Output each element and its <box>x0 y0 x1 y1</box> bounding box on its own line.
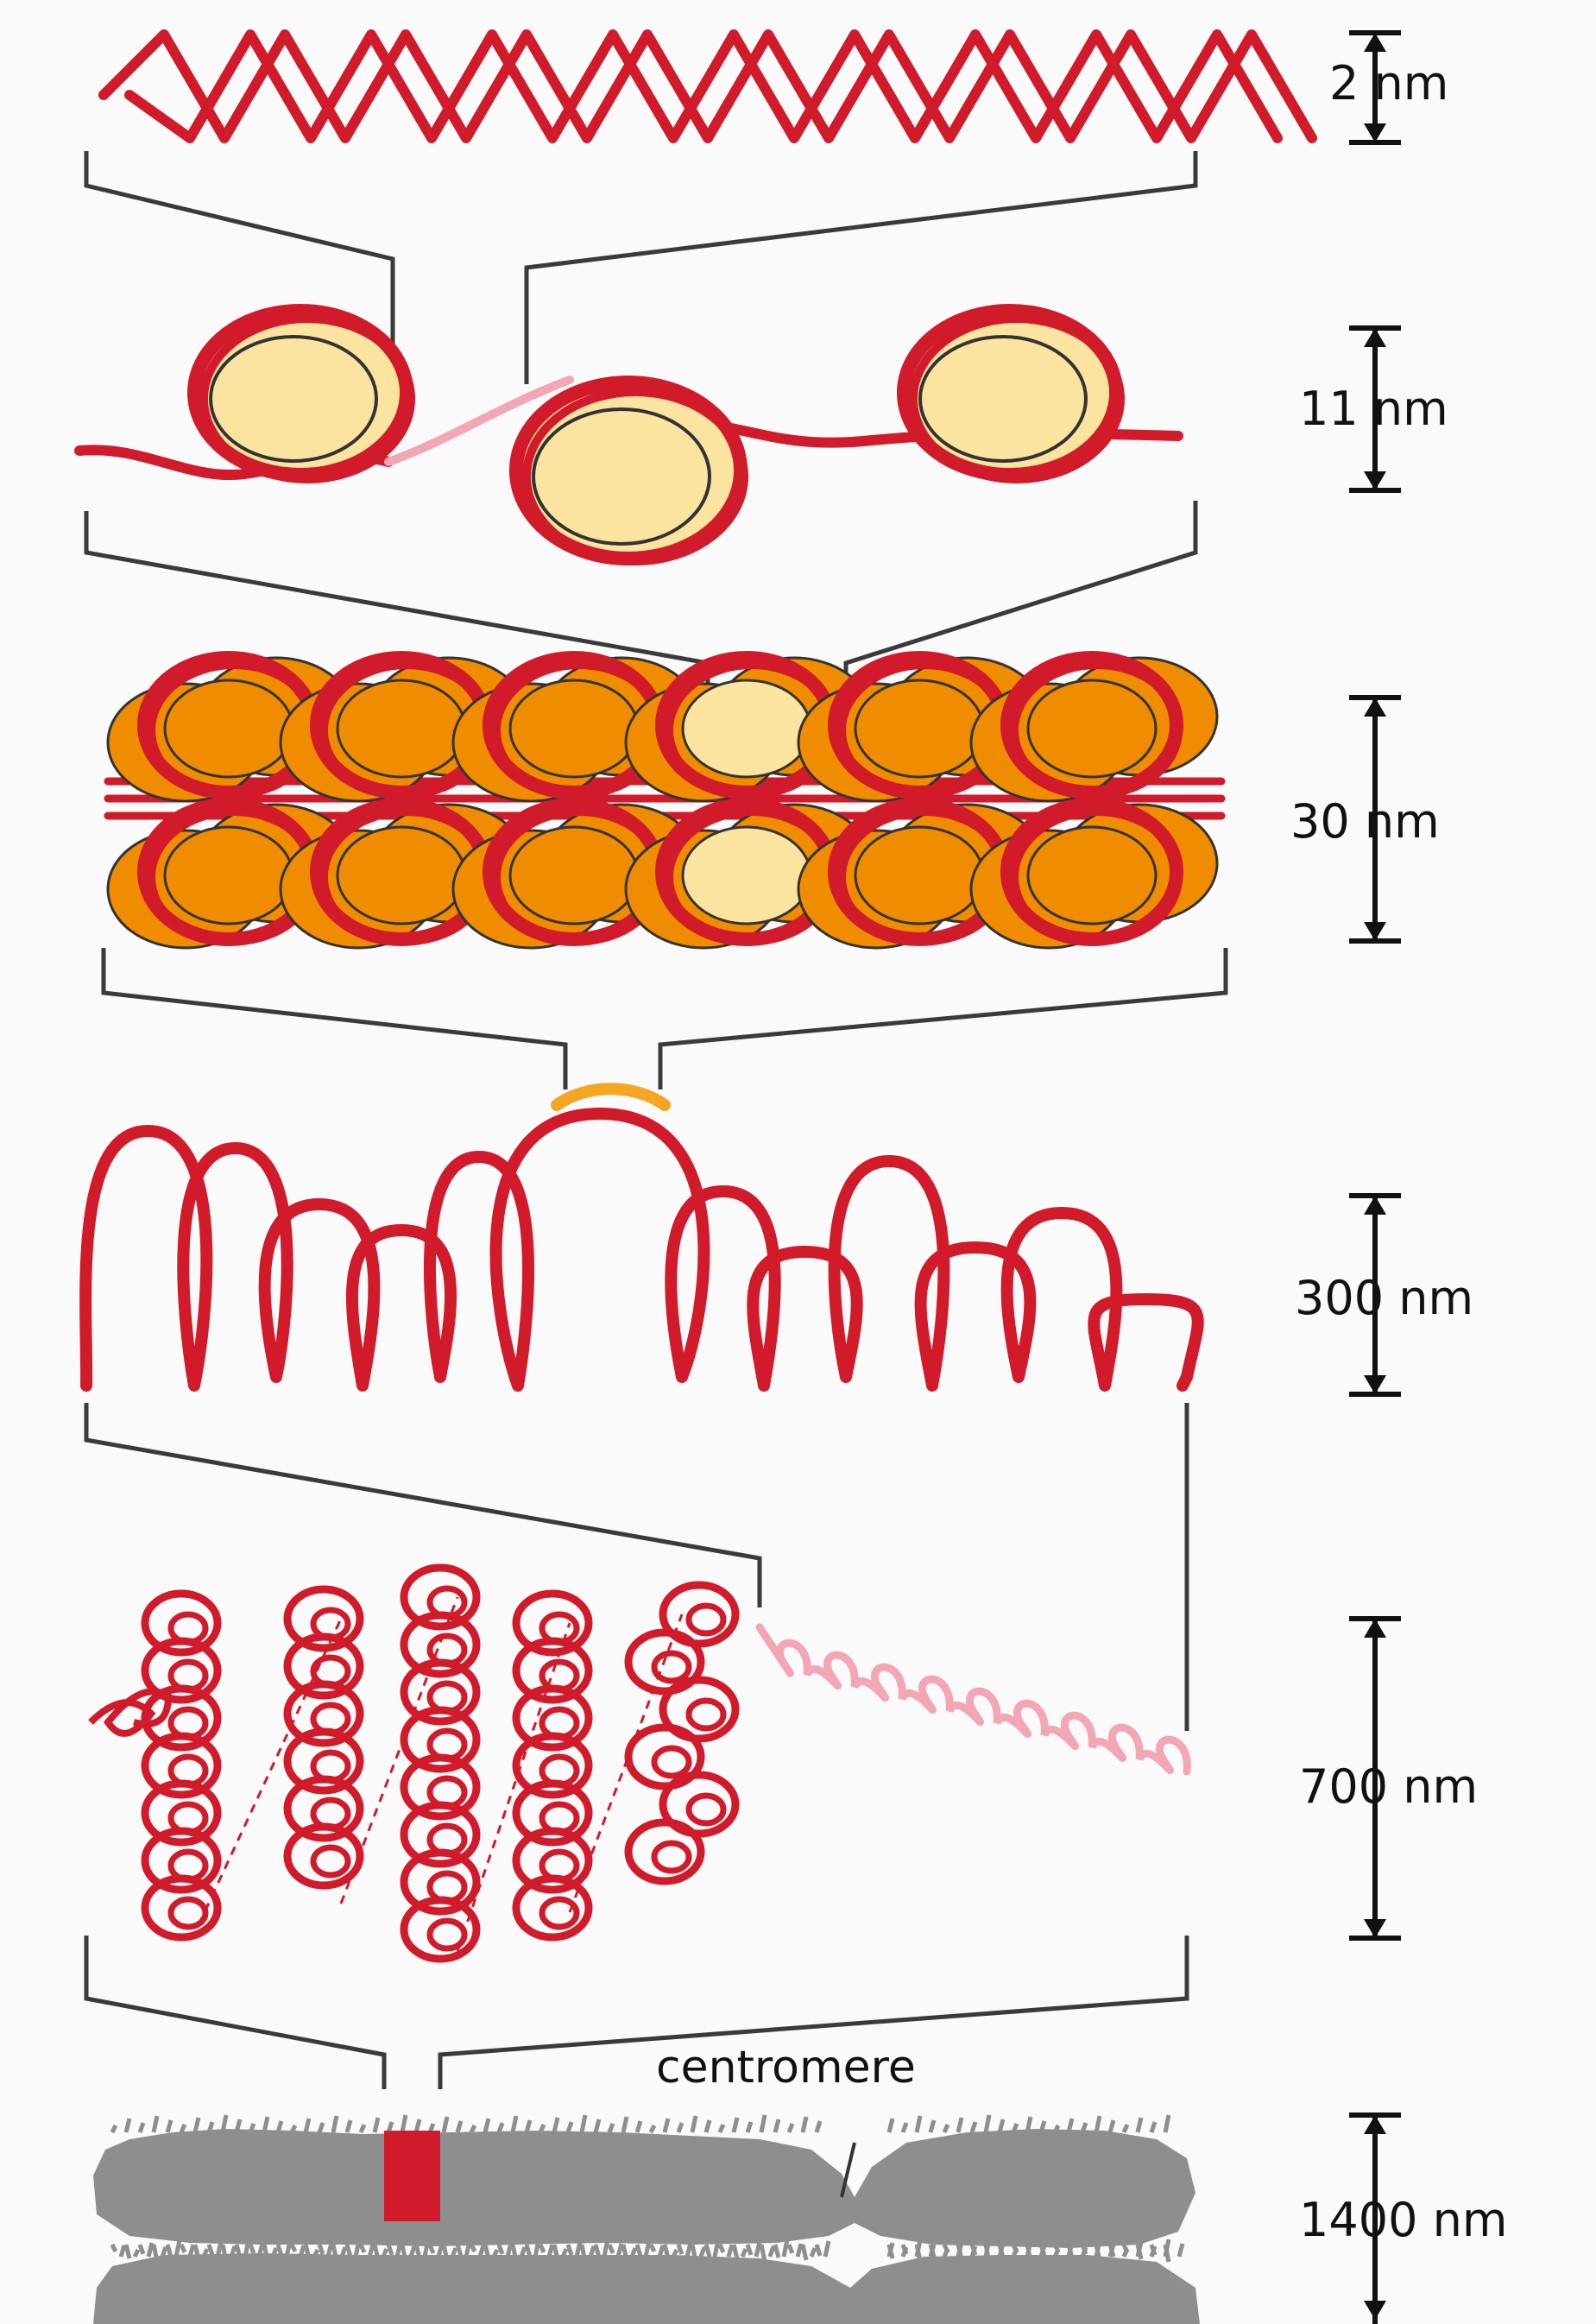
chromosome-lower-arm <box>93 2253 1200 2324</box>
highlighted-region <box>384 2131 440 2221</box>
chromosome-upper-arm <box>93 2129 1195 2248</box>
nucleosome-right <box>904 311 1120 479</box>
scale-label-30nm: 30 nm <box>1290 794 1440 849</box>
scale-label-300nm: 300 nm <box>1295 1271 1473 1325</box>
scale-label-700nm: 700 nm <box>1299 1759 1478 1814</box>
nucleosome-middle <box>516 382 744 561</box>
scale-label-2nm: 2 nm <box>1329 56 1448 111</box>
scale-label-11nm: 11 nm <box>1299 382 1448 436</box>
scale-label-1400nm: 1400 nm <box>1299 2193 1507 2247</box>
nucleosome-left <box>194 311 411 479</box>
centromere-label: centromere <box>656 2042 916 2093</box>
